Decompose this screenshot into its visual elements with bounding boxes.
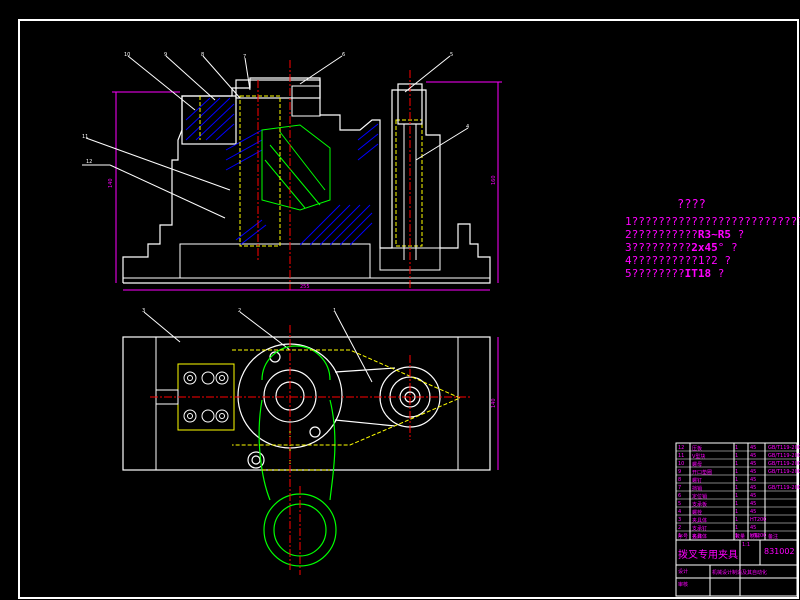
parts-row-qty: 1 bbox=[735, 493, 739, 499]
leader-lines bbox=[82, 55, 469, 383]
parts-row-qty: 1 bbox=[735, 525, 739, 531]
designer-label: 设计 bbox=[678, 569, 689, 575]
parts-row-no: 8 bbox=[678, 477, 682, 483]
parts-row-no: 4 bbox=[678, 509, 682, 515]
parts-row-no: 9 bbox=[678, 469, 682, 475]
parts-row-std: GB/T119-2000 bbox=[768, 461, 800, 467]
parts-row-std: GB/T119-2000 bbox=[768, 485, 800, 491]
parts-row-qty: 1 bbox=[735, 461, 739, 467]
checker-label: 审核 bbox=[678, 582, 689, 588]
parts-row-mat: HT200 bbox=[750, 533, 767, 539]
note-line-5: 5????????IT18 ? bbox=[625, 267, 725, 280]
balloon-4: 4 bbox=[466, 124, 469, 130]
parts-row-no: 1 bbox=[678, 533, 682, 539]
parts-row-std: GB/T119-2000 bbox=[768, 445, 800, 451]
note-line-4: 4??????????1?2 ? bbox=[625, 254, 731, 267]
balloon-9: 9 bbox=[164, 52, 167, 58]
technical-requirements: ???? 1?????????????????????????? 2??????… bbox=[625, 197, 800, 281]
parts-row-no: 5 bbox=[678, 501, 682, 507]
parts-row-mat: 45 bbox=[750, 453, 757, 459]
parts-row-mat: 45 bbox=[750, 445, 757, 451]
balloon-6: 6 bbox=[342, 52, 345, 58]
drawing-scale: 1:1 bbox=[742, 542, 751, 548]
parts-row-mat: 45 bbox=[750, 469, 757, 475]
balloon-8: 8 bbox=[201, 52, 204, 58]
parts-row-no: 7 bbox=[678, 485, 682, 491]
parts-row-no: 11 bbox=[678, 453, 685, 459]
balloon-2: 2 bbox=[238, 308, 241, 314]
drawing-name: 拨叉专用夹具 bbox=[678, 550, 738, 561]
parts-row-std: GB/T119-2000 bbox=[768, 453, 800, 459]
parts-row-qty: 1 bbox=[735, 485, 739, 491]
parts-row-name: 挡销 bbox=[692, 486, 703, 492]
parts-row-qty: 1 bbox=[735, 469, 739, 475]
title-block-rows bbox=[676, 450, 797, 532]
parts-row-name: 支承钉 bbox=[692, 526, 708, 532]
balloon-5: 5 bbox=[450, 52, 453, 58]
parts-row-mat: 45 bbox=[750, 461, 757, 467]
parts-row-qty: 1 bbox=[735, 445, 739, 451]
header-mat: 材料 bbox=[750, 534, 761, 540]
balloon-12: 12 bbox=[86, 159, 92, 165]
parts-row-mat: 45 bbox=[750, 485, 757, 491]
parts-row-mat: HT200 bbox=[750, 517, 767, 523]
parts-row-name: 螺栓 bbox=[692, 510, 703, 516]
dim-height-left: 140 bbox=[108, 178, 114, 188]
dim-overall-width: 255 bbox=[300, 284, 310, 290]
balloon-labels: 10 9 8 7 6 5 4 11 12 3 2 1 bbox=[82, 52, 469, 314]
header-name: 名称 bbox=[692, 534, 703, 540]
balloon-7: 7 bbox=[243, 54, 246, 60]
parts-row-name: V型块 bbox=[692, 454, 706, 460]
parts-row-no: 2 bbox=[678, 525, 682, 531]
parts-row-mat: 45 bbox=[750, 477, 757, 483]
parts-row-name: 定位销 bbox=[692, 494, 708, 500]
header-qty: 数量 bbox=[735, 534, 746, 540]
parts-row-name: 螺母 bbox=[692, 462, 703, 468]
note-line-3: 3?????????2x45° ? bbox=[625, 241, 738, 254]
parts-row-qty: 1 bbox=[735, 453, 739, 459]
parts-row-no: 10 bbox=[678, 461, 685, 467]
note-line-2: 2??????????R3~R5 ? bbox=[625, 228, 745, 241]
parts-row-qty: 1 bbox=[735, 517, 739, 523]
parts-row-name: 夹具体 bbox=[692, 518, 708, 524]
balloon-1: 1 bbox=[333, 308, 336, 314]
drawing-border bbox=[18, 19, 799, 599]
dim-plan-height: 140 bbox=[491, 398, 497, 408]
plan-view: 140 bbox=[122, 325, 499, 575]
parts-row-mat: 45 bbox=[750, 525, 757, 531]
note-line-1: 1?????????????????????????? bbox=[625, 215, 800, 228]
balloon-11: 11 bbox=[82, 134, 88, 140]
parts-row-name: 开口垫圈 bbox=[692, 470, 713, 476]
parts-row-qty: 1 bbox=[735, 533, 739, 539]
parts-row-no: 6 bbox=[678, 493, 682, 499]
organization: 机械设计制造及其自动化 bbox=[712, 570, 768, 576]
dim-height-right: 160 bbox=[491, 175, 497, 185]
parts-row-std: GB/T119-2000 bbox=[768, 469, 800, 475]
parts-row-mat: 45 bbox=[750, 493, 757, 499]
balloon-10: 10 bbox=[124, 52, 130, 58]
parts-row-qty: 1 bbox=[735, 477, 739, 483]
header-std: 备注 bbox=[768, 534, 779, 540]
front-view: 140 160 255 bbox=[108, 60, 502, 291]
header-no: 序号 bbox=[678, 534, 689, 540]
drawing-code: 831002 bbox=[764, 547, 795, 556]
parts-row-qty: 1 bbox=[735, 509, 739, 515]
title-block: 12压板145GB/T119-200011V型块145GB/T119-20001… bbox=[676, 443, 800, 596]
parts-row-no: 3 bbox=[678, 517, 682, 523]
parts-row-name: 夹具体 bbox=[692, 534, 708, 540]
parts-row-mat: 45 bbox=[750, 509, 757, 515]
parts-row-name: 螺钉 bbox=[692, 478, 703, 484]
parts-row-mat: 45 bbox=[750, 501, 757, 507]
balloon-3: 3 bbox=[142, 308, 145, 314]
parts-row-name: 压板 bbox=[692, 446, 703, 452]
parts-row-no: 12 bbox=[678, 445, 685, 451]
parts-row-name: 支承板 bbox=[692, 502, 708, 508]
parts-row-qty: 1 bbox=[735, 501, 739, 507]
notes-title: ???? bbox=[677, 197, 706, 211]
